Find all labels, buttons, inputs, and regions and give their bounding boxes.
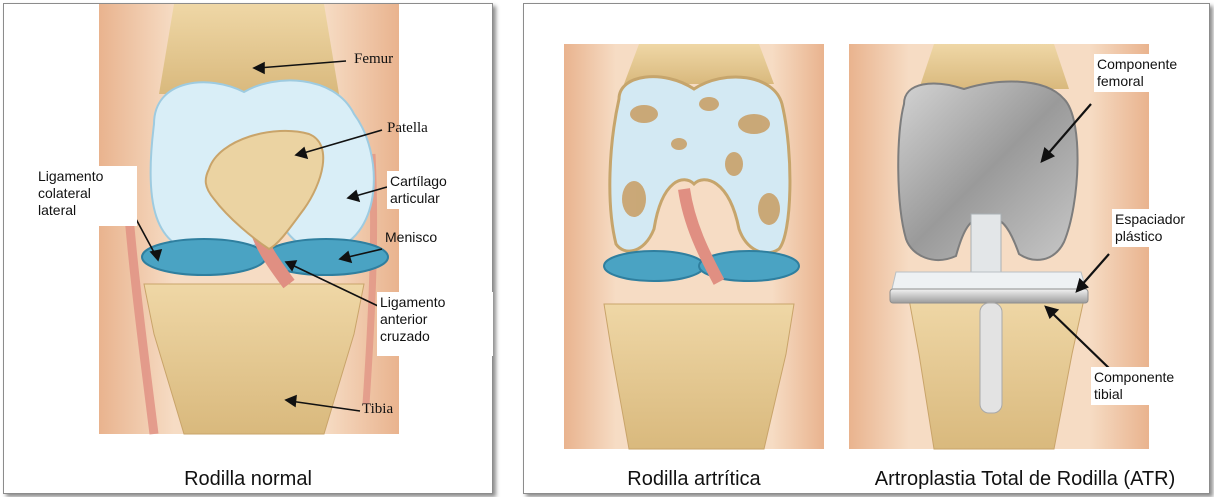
plastic-spacer [892,272,1086,289]
arthritic-and-tkr-panel: Componente femoral Espaciador plástico C… [523,3,1210,494]
arthritic-knee-caption: Rodilla artrítica [594,467,794,491]
tibia-label: Tibia [362,401,393,418]
femur-shaft [159,4,339,94]
tibial-stem [980,303,1002,413]
tkr-caption: Artroplastia Total de Rodilla (ATR) [842,467,1208,491]
normal-knee-panel: Femur Patella Cartílago articular Ligame… [3,3,493,494]
plastic-spacer-label: Espaciador plástico [1112,209,1188,247]
normal-knee-caption: Rodilla normal [4,467,492,491]
arthritic-meniscus-lateral [604,251,704,281]
arthritic-tibia [604,304,794,449]
normal-knee-illustration [4,4,492,493]
articular-cartilage-label: Cartílago articular [387,171,450,209]
femoral-component-label: Componente femoral [1094,54,1180,92]
tibial-tray [890,289,1088,303]
patella-label: Patella [387,120,428,137]
lateral-collateral-ligament-label: Ligamento colateral lateral [35,166,137,226]
tibial-post [971,214,1001,272]
meniscus-lateral [142,239,266,275]
meniscus-label: Menisco [385,229,437,246]
anterior-cruciate-ligament-label: Ligamento anterior cruzado [377,292,493,356]
femur-label: Femur [354,51,393,68]
tibial-component-label: Componente tibial [1091,367,1207,405]
tibia-bone [144,284,364,434]
